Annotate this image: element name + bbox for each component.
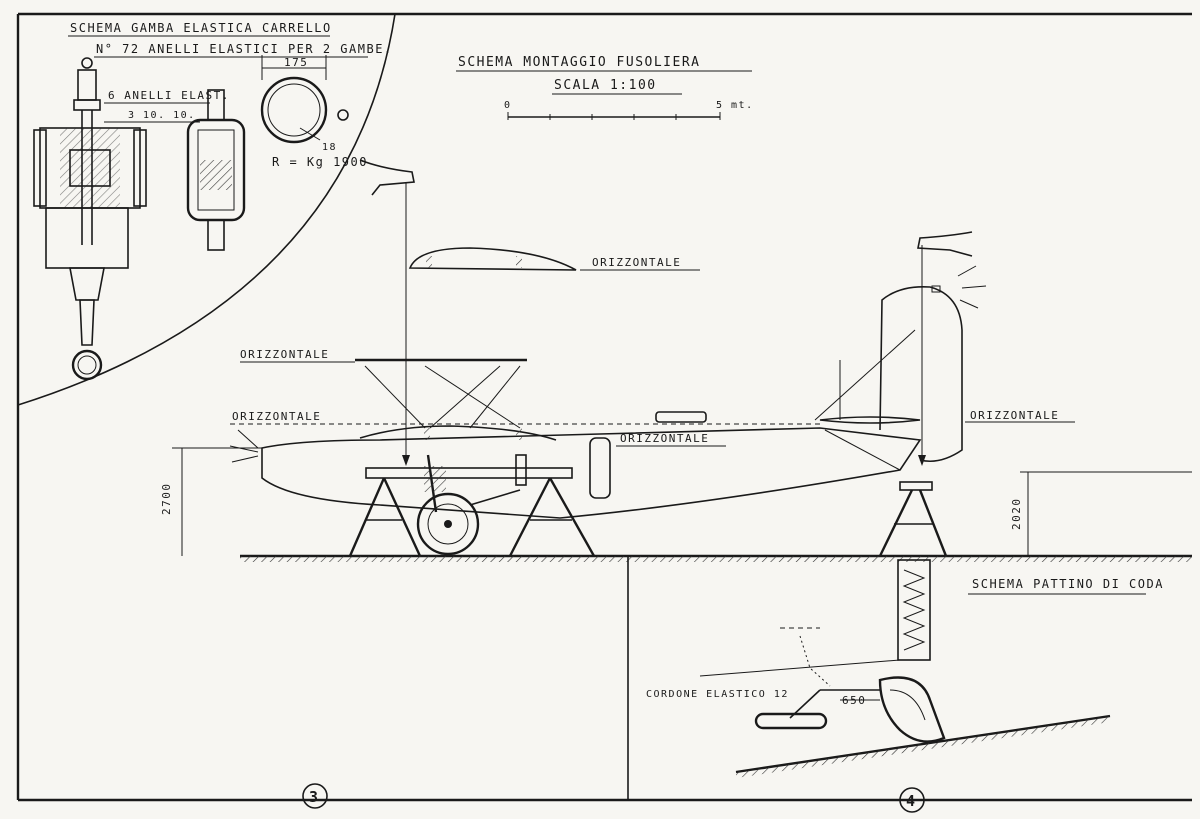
level-label-2: ORIZZONTALE — [240, 348, 329, 361]
gear-title: SCHEMA GAMBA ELASTICA CARRELLO — [70, 21, 332, 35]
tail-skid-shoe — [878, 676, 946, 743]
dim-front-height: 2700 — [160, 483, 173, 516]
dim-rear-height: 2020 — [1010, 498, 1023, 531]
cord-label: CORDONE ELASTICO 12 — [646, 689, 789, 700]
main-wheel — [416, 454, 527, 556]
sheet-frame — [16, 12, 1192, 802]
inset-boundary — [17, 13, 396, 406]
scale-label: SCALA 1:100 — [554, 78, 657, 93]
level-label-3: ORIZZONTALE — [232, 410, 321, 423]
level-label-4: ORIZZONTALE — [620, 432, 709, 445]
gear-subtitle: N° 72 ANELLI ELASTICI PER 2 GAMBE. — [96, 42, 393, 56]
level-label-1: ORIZZONTALE — [592, 256, 681, 269]
level-label-5: ORIZZONTALE — [970, 409, 1059, 422]
cabane-struts — [355, 358, 527, 429]
hand-right — [917, 231, 973, 257]
rear-trestle — [878, 481, 948, 557]
height-dimensions — [172, 447, 1192, 556]
plumb-lines — [402, 182, 926, 466]
wing-section-upper — [408, 247, 577, 271]
front-trestles — [348, 467, 596, 557]
svg-text:3: 3 — [309, 788, 320, 806]
lower-wing-root — [359, 425, 557, 441]
dim-650: 650 — [842, 694, 866, 707]
ring-diameter-dim: 175 — [284, 56, 308, 69]
leg-side-view — [186, 89, 246, 251]
tail-skid-title: SCHEMA PATTINO DI CODA — [972, 577, 1164, 591]
spacing-label: 3 10. 10. — [128, 110, 196, 121]
fuselage-body — [261, 427, 922, 519]
light-rays-right — [957, 265, 987, 309]
ground-line — [240, 554, 1192, 562]
rings-label: 6 ANELLI ELAST. — [108, 89, 230, 102]
elastic-ring-detail — [260, 55, 349, 144]
scale-bar — [507, 112, 721, 120]
scale-start: 0 — [504, 100, 512, 111]
ring-thickness-dim: 18 — [322, 142, 337, 153]
tail-skid-schema: SCHEMA PATTINO DI CODA CORDONE ELASTICO … — [646, 559, 1164, 778]
hand-left — [359, 159, 415, 196]
landing-gear-inset: SCHEMA GAMBA ELASTICA CARRELLO N° 72 ANE… — [33, 21, 393, 381]
panel-number-4: 4 — [899, 787, 925, 813]
ring-load-note: R = Kg 1900 — [272, 155, 368, 169]
scale-end: 5 mt. — [716, 100, 754, 111]
fuselage-title: SCHEMA MONTAGGIO FUSOLIERA — [458, 55, 701, 70]
svg-text:4: 4 — [906, 792, 917, 810]
panel-number-3: 3 — [302, 783, 328, 809]
elastic-leg-drawing — [33, 57, 147, 381]
light-rays-left — [229, 429, 259, 463]
tail-fin — [879, 285, 963, 463]
tail-skid-spring — [897, 559, 931, 661]
fuselage-schema: SCHEMA MONTAGGIO FUSOLIERA SCALA 1:100 0… — [160, 55, 1192, 557]
